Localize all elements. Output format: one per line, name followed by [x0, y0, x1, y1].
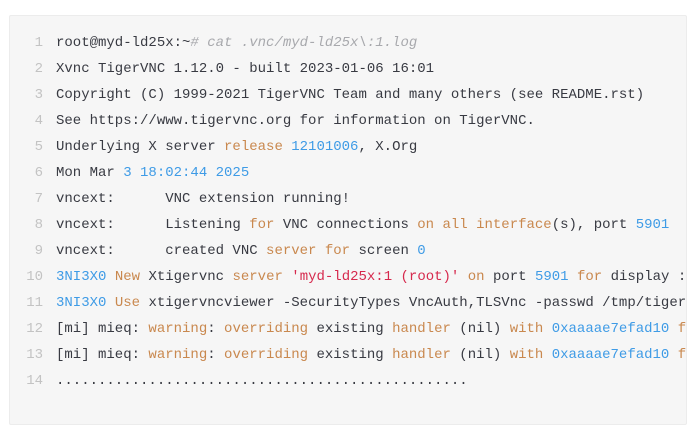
code-token — [459, 269, 467, 285]
line-number: 4 — [34, 113, 43, 129]
code-token — [669, 347, 677, 363]
code-token: for — [576, 269, 603, 285]
code-token: [mi] mieq: — [56, 321, 149, 337]
code-token: 0 — [417, 243, 426, 259]
code-line: 12 [mi] mieq: warning: overriding existin… — [10, 316, 687, 342]
code-token: Xtigervnc — [140, 269, 233, 285]
code-token: release — [224, 139, 283, 155]
code-token: vncext: created VNC — [56, 243, 267, 259]
code-token: 'myd-ld25x:1 (root)' — [291, 269, 460, 285]
code-line: 5 Underlying X server release 12101006, X… — [10, 134, 686, 160]
code-lines: 1 root@myd-ld25x:~# cat .vnc/myd-ld25x\:1… — [10, 30, 687, 394]
code-token: for — [677, 321, 687, 337]
code-line: 3 Copyright (C) 1999-2021 TigerVNC Team a… — [10, 82, 686, 108]
code-token: overriding — [224, 321, 309, 337]
code-token — [543, 321, 551, 337]
line-number: 14 — [26, 373, 43, 389]
code-token: with — [509, 347, 544, 363]
code-token: server — [232, 269, 283, 285]
code-token: 5901 — [534, 269, 569, 285]
code-token: vncext: Listening — [56, 217, 250, 233]
line-number: 8 — [34, 217, 43, 233]
code-line: 7 vncext: VNC extension running! — [10, 186, 686, 212]
code-token: (nil) — [450, 347, 510, 363]
code-token: 3NI3X0 — [56, 295, 107, 311]
code-line: 4 See https://www.tigervnc.org for inform… — [10, 108, 686, 134]
code-token — [543, 347, 551, 363]
code-token: New — [114, 269, 141, 285]
code-token — [283, 139, 291, 155]
code-token: display : — [602, 269, 687, 285]
code-token: VNC connections — [274, 217, 418, 233]
code-token: , X.Org — [358, 139, 418, 155]
code-token: 0xaaaae7efad10 — [551, 321, 670, 337]
code-token: warning — [148, 321, 208, 337]
code-token: Xvnc TigerVNC 1.12.0 - built 2023-01-06 … — [56, 61, 435, 77]
code-token — [669, 321, 677, 337]
code-token: : — [207, 347, 225, 363]
code-line: 11 3NI3X0 Use xtigervncviewer -SecurityTy… — [10, 290, 687, 316]
code-line: 14......................................… — [10, 368, 686, 394]
code-token: See https://www.tigervnc.org for informa… — [56, 113, 535, 129]
code-token: 1. — [686, 269, 687, 285]
code-token: 12101006 — [291, 139, 359, 155]
code-line: 6 Mon Mar 3 18:02:44 2025 — [10, 160, 686, 186]
code-token: with — [509, 321, 544, 337]
code-token: # cat .vnc/myd-ld25x\:1.log — [190, 35, 418, 51]
code-token: on all interface — [417, 217, 552, 233]
code-token: screen — [350, 243, 418, 259]
code-token: on — [467, 269, 485, 285]
code-line: 2 Xvnc TigerVNC 1.12.0 - built 2023-01-06… — [10, 56, 686, 82]
code-token: vncext: VNC extension running! — [56, 191, 351, 207]
code-token: Mon Mar — [56, 165, 124, 181]
code-token: port — [484, 269, 535, 285]
code-token — [569, 269, 577, 285]
line-number: 5 — [34, 139, 43, 155]
code-token: for — [249, 217, 275, 233]
code-token: existing — [308, 347, 393, 363]
code-token: handler — [392, 321, 451, 337]
code-token: 3NI3X0 — [56, 269, 107, 285]
code-token: existing — [308, 321, 393, 337]
line-number: 13 — [26, 347, 43, 363]
code-token: 0xaaaae7efad10 — [551, 347, 670, 363]
code-line: 10 3NI3X0 New Xtigervnc server 'myd-ld25x… — [10, 264, 687, 290]
code-line: 9 vncext: created VNC server for screen 0 — [10, 238, 686, 264]
code-line: 8 vncext: Listening for VNC connections o… — [10, 212, 686, 238]
code-token: ........................................… — [56, 373, 468, 389]
line-number: 1 — [34, 35, 43, 51]
code-token: (nil) — [450, 321, 510, 337]
code-token: : — [207, 321, 225, 337]
code-token: [mi] mieq: — [56, 347, 149, 363]
code-token — [106, 295, 114, 311]
line-number: 11 — [26, 295, 43, 311]
line-number: 10 — [26, 269, 43, 285]
line-number: 7 — [34, 191, 43, 207]
code-token: handler — [392, 347, 451, 363]
code-line: 1 root@myd-ld25x:~# cat .vnc/myd-ld25x\:1… — [10, 30, 686, 56]
line-number: 12 — [26, 321, 43, 337]
code-token: warning — [148, 347, 208, 363]
code-token — [106, 269, 114, 285]
line-number: 2 — [34, 61, 43, 77]
code-token: for — [677, 347, 687, 363]
line-number: 9 — [34, 243, 43, 259]
code-token: Use — [114, 295, 141, 311]
code-token: xtigervncviewer -SecurityTypes VncAuth,T… — [140, 295, 687, 311]
code-block: 1 root@myd-ld25x:~# cat .vnc/myd-ld25x\:1… — [9, 15, 687, 425]
code-token: server for — [266, 243, 351, 259]
code-token: 3 18:02:44 2025 — [123, 165, 250, 181]
code-line: 13 [mi] mieq: warning: overriding existin… — [10, 342, 687, 368]
code-token: Copyright (C) 1999-2021 TigerVNC Team an… — [56, 87, 645, 103]
code-token: Underlying X server — [56, 139, 225, 155]
code-token: overriding — [224, 347, 309, 363]
code-token: (s), port — [551, 217, 636, 233]
code-token: 5901 — [635, 217, 670, 233]
line-number: 3 — [34, 87, 43, 103]
code-token: root@myd-ld25x:~ — [56, 35, 191, 51]
line-number: 6 — [34, 165, 43, 181]
